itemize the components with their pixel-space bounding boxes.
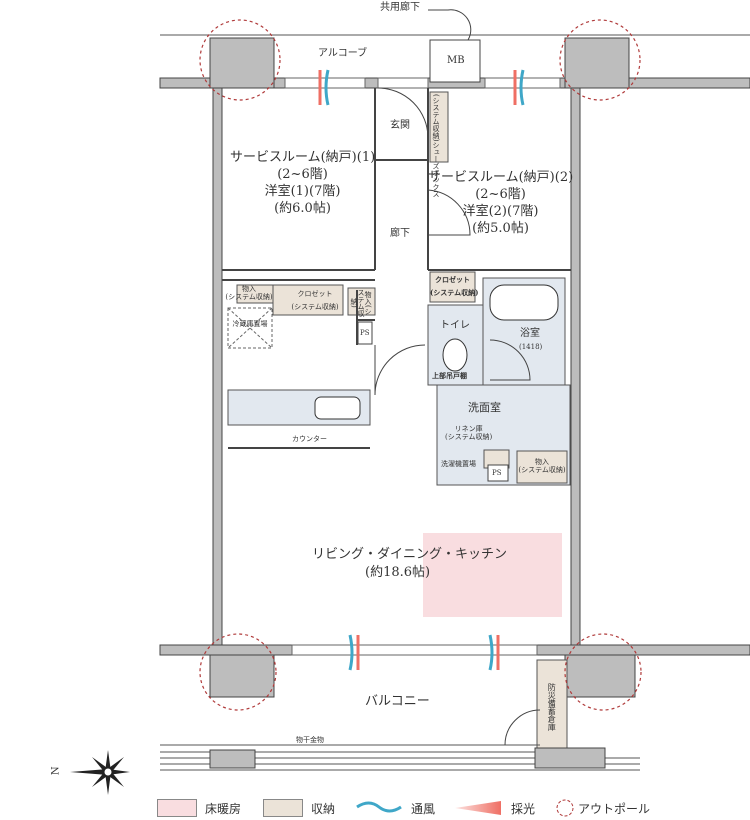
floor-heating-swatch [157, 799, 197, 817]
shoebox-label: (システム収納)シューズボックス [432, 94, 441, 198]
closet1-sub: (システム収納) [291, 303, 339, 312]
room1-label: サービスルーム(納戸)(1) (2~6階) 洋室(1)(7階) (約6.0帖) [230, 150, 375, 218]
entrance-label: 玄関 [390, 120, 410, 131]
entrance-door [377, 77, 429, 89]
room2-size: (約5.0帖) [472, 220, 529, 236]
bath-size-label: (1418) [519, 343, 543, 351]
outpole-bottom-right [564, 654, 636, 698]
closet2-title: クロゼット [435, 275, 470, 284]
washer-space-label: 洗濯機置場 [441, 460, 476, 468]
linen-label: リネン庫(システム収納) [445, 425, 492, 441]
room1-floors: (2~6階) [277, 166, 328, 182]
bath-label: 浴室 [520, 328, 540, 339]
north-label: N [50, 766, 62, 776]
storage-swatch [263, 799, 303, 817]
ventilation-icon [356, 801, 402, 813]
legend-outpole-label: アウトポール [578, 801, 651, 816]
storage2-title: 物入 [364, 291, 372, 306]
room1-name: サービスルーム(納戸)(1) [230, 150, 376, 165]
room2-label: サービスルーム(納戸)(2) (2~6階) 洋室(2)(7階) (約5.0帖) [428, 170, 573, 238]
compass-icon [70, 750, 130, 795]
fridge-space-label: 冷蔵庫置場 [232, 320, 268, 328]
laundry-hardware-label: 物干金物 [296, 736, 324, 744]
ps1-label: PS [360, 329, 370, 337]
outpole-top-right [564, 37, 630, 89]
counter-label: カウンター [292, 435, 327, 443]
mb-box [429, 39, 481, 83]
linen-sub: (システム収納) [445, 433, 493, 442]
hallway-label: 廊下 [390, 228, 410, 239]
outpole-icon [556, 799, 574, 817]
ldk-size-label: (約18.6帖) [365, 565, 431, 580]
storage1-sub: (システム収納) [225, 293, 273, 302]
legend-outpole: アウトポール [555, 797, 650, 819]
closet2-label: クロゼット (システム収納) [430, 274, 479, 299]
corridor-label: 共用廊下 [380, 2, 420, 13]
storage3-label: 物入(システム収納) [517, 458, 567, 474]
closet2-sub: (システム収納) [430, 287, 479, 297]
legend-floor-heating: 床暖房 [157, 797, 241, 819]
mb-label: MB [447, 55, 465, 66]
legend-ventilation-label: 通風 [411, 801, 436, 816]
ventilation-light-arrows [318, 69, 525, 671]
room1-size: (約6.0帖) [274, 200, 331, 216]
room2-floors: (2~6階) [475, 186, 526, 202]
daylight-icon [455, 801, 501, 815]
storage2-label: 物入(システム収納) [350, 289, 372, 317]
storage1-title: 物入 [242, 285, 256, 293]
balcony-label: バルコニー [365, 694, 430, 709]
toilet-label: トイレ [440, 320, 470, 331]
ps2-label: PS [492, 469, 502, 477]
outpole-top-left [209, 37, 275, 89]
storage2-sub: (システム収納) [350, 289, 372, 317]
legend-ventilation: 通風 [355, 797, 435, 819]
legend-storage: 収納 [263, 797, 335, 819]
alcove-label: アルコーブ [318, 48, 368, 59]
legend-storage-label: 収納 [311, 801, 336, 816]
ldk-label: リビング・ダイニング・キッチン [312, 547, 508, 562]
linen-title: リネン庫 [454, 425, 483, 433]
floor-heating-area [423, 533, 562, 617]
outpole-bottom-left [209, 654, 275, 698]
closet1-label: クロゼット (システム収納) [282, 288, 348, 315]
upper-cabinet-label: 上部吊戸棚 [432, 371, 467, 380]
closet1-title: クロゼット [297, 290, 333, 298]
room2-name: サービスルーム(納戸)(2) [428, 170, 574, 185]
room1-alt-name: 洋室(1)(7階) [264, 183, 341, 199]
outpole-markers [199, 19, 642, 711]
legend-daylight: 採光 [455, 797, 535, 819]
washroom-label: 洗面室 [468, 401, 501, 414]
storage3-title: 物入 [535, 458, 549, 466]
storage3-sub: (システム収納) [518, 466, 566, 475]
storage1-label: 物入(システム収納) [224, 285, 274, 301]
room2-alt-name: 洋室(2)(7階) [462, 203, 539, 219]
disaster-storage-label: 防災備蓄倉庫 [547, 683, 557, 731]
legend-floor-heating-label: 床暖房 [205, 801, 242, 816]
legend-daylight-label: 採光 [511, 801, 536, 816]
